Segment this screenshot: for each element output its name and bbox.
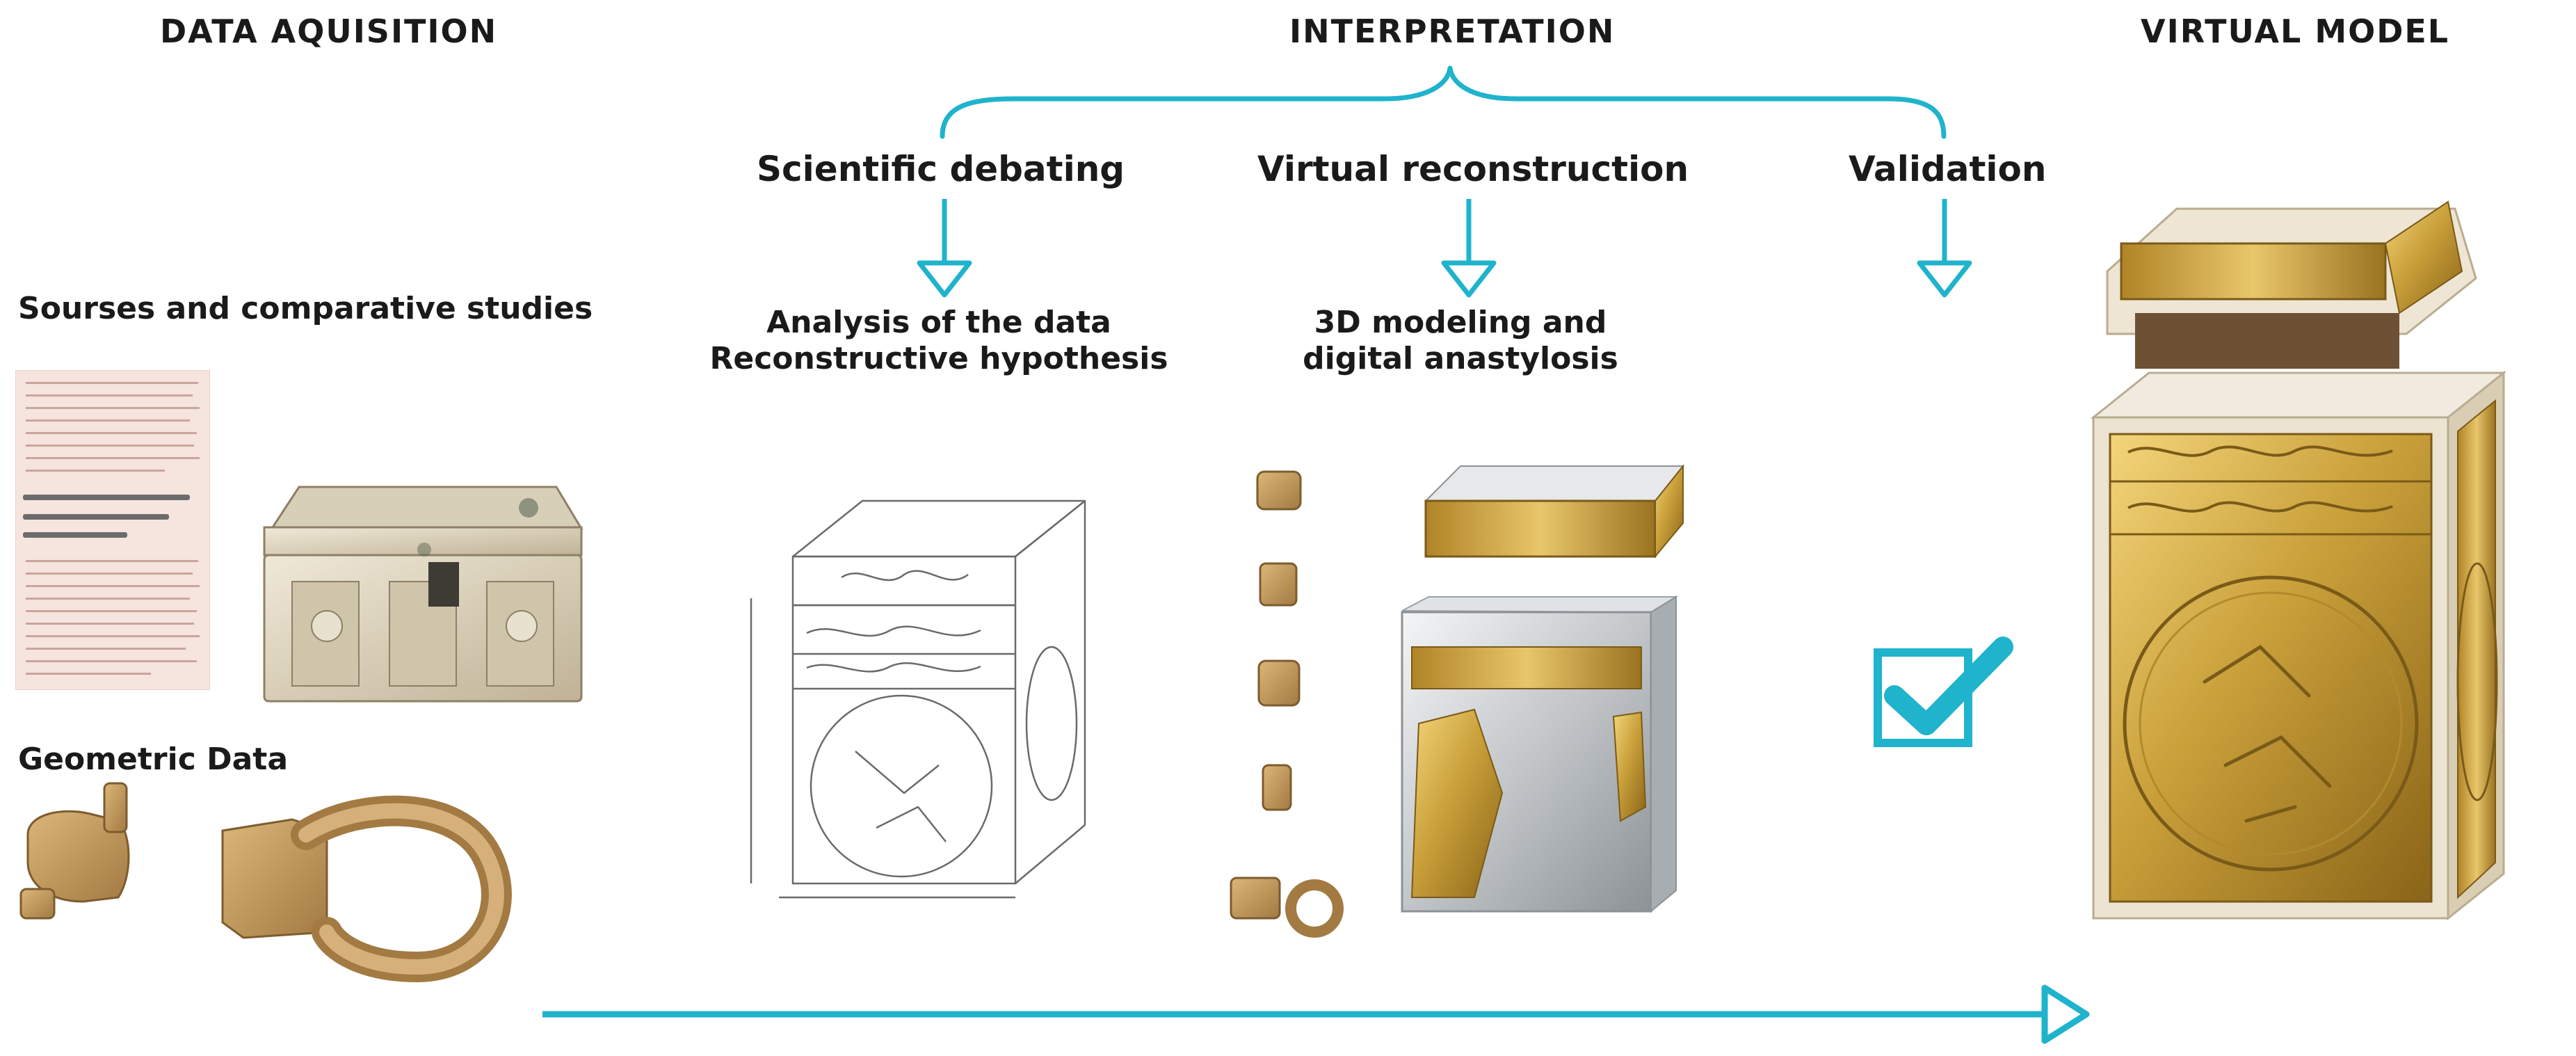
- reconstruction-sketch: [750, 499, 1086, 899]
- label-geometric-data: Geometric Data: [18, 742, 289, 777]
- down-arrow-icon: [1441, 199, 1497, 298]
- step-label-validation: Validation: [1849, 149, 2047, 189]
- source-document-image: [15, 370, 210, 690]
- label-sources-comparative-studies: Sourses and comparative studies: [18, 291, 593, 326]
- digital-anastylosis-model: [1401, 464, 1685, 913]
- step-result-line: digital anastylosis: [1303, 340, 1618, 376]
- down-arrow-icon: [1917, 199, 1972, 298]
- checkbox-checked-icon: [1874, 637, 2013, 747]
- section-title-virtual-model: VIRTUAL MODEL: [2141, 13, 2450, 50]
- section-title-data-acquisition: DATA AQUISITION: [160, 13, 498, 50]
- step-result-modeling: 3D modeling and digital anastylosis: [1231, 305, 1690, 377]
- step-result-line: Reconstructive hypothesis: [709, 340, 1168, 376]
- long-arrow-right-icon: [542, 984, 2090, 1044]
- down-arrow-icon: [917, 199, 972, 298]
- step-label-scientific-debating: Scientific debating: [757, 149, 1125, 189]
- bone-fragments-column: [1230, 470, 1344, 938]
- section-title-interpretation: INTERPRETATION: [1289, 13, 1616, 50]
- step-label-virtual-reconstruction: Virtual reconstruction: [1257, 149, 1689, 189]
- bone-fragments-photo: [19, 782, 512, 983]
- step-result-analysis: Analysis of the data Reconstructive hypo…: [695, 305, 1182, 377]
- virtual-model-casket: [2090, 200, 2507, 921]
- ivory-casket-photo: [263, 486, 583, 703]
- step-result-line: Analysis of the data: [766, 305, 1111, 340]
- step-result-line: 3D modeling and: [1314, 305, 1607, 340]
- curly-brace-icon: [940, 65, 1947, 139]
